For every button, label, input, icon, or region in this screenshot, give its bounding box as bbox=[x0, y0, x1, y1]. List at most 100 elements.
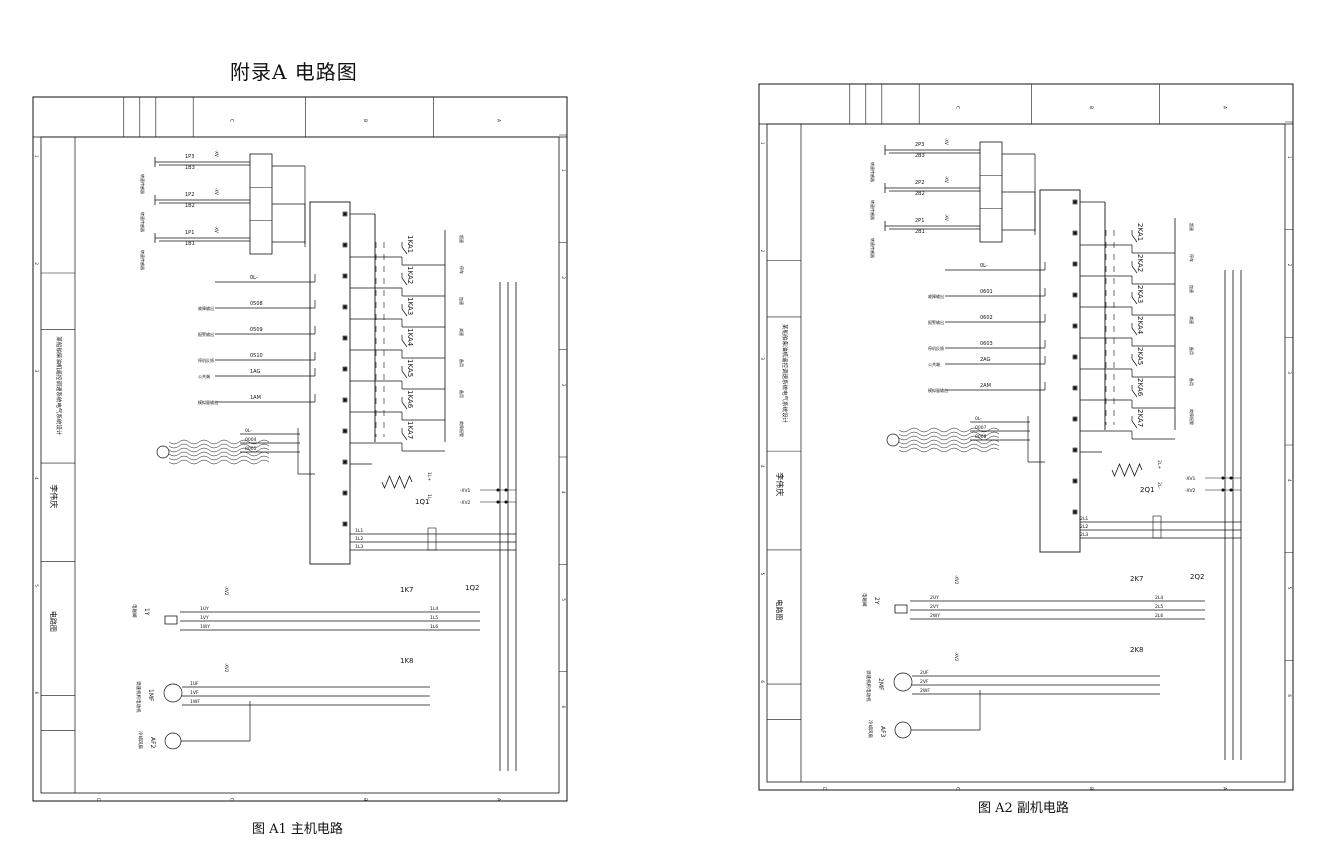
motor-wire: 1UF bbox=[190, 681, 199, 687]
zone-letter: C bbox=[229, 798, 235, 801]
coil-terminal: 2L+ bbox=[1156, 460, 1162, 469]
relay-description: 备用 bbox=[459, 390, 465, 398]
zone-number: 3 bbox=[34, 370, 39, 373]
pickup-terminal: 1B1 bbox=[185, 241, 195, 247]
relay-description: 减速 bbox=[459, 328, 465, 336]
page-title: 附录A 电路图 bbox=[230, 60, 358, 84]
feedback-wire: 0007 bbox=[975, 425, 987, 431]
valve-wire: 1UY bbox=[200, 606, 209, 612]
figure-caption-a1: 图 A1 主机电路 bbox=[252, 822, 343, 837]
pickup-terminal: 2B3 bbox=[915, 153, 925, 159]
pickup-terminal: 2B2 bbox=[915, 191, 925, 197]
relay-description: 超速 bbox=[1189, 223, 1195, 231]
zone-letter: B bbox=[362, 798, 368, 801]
bus-label: -XV2 bbox=[1185, 488, 1196, 494]
relay-description: 故障报警 bbox=[459, 421, 465, 437]
relay-description: 停车 bbox=[459, 266, 465, 274]
zone-letter: B bbox=[1088, 106, 1094, 109]
pickup-terminal: 1P2 bbox=[185, 192, 194, 198]
valve-line: 2L5 bbox=[1155, 604, 1163, 610]
signal-wire: 2AG bbox=[980, 357, 991, 363]
signal-wire: 0L- bbox=[980, 263, 988, 269]
motor-device: 2MF bbox=[877, 678, 884, 691]
zone-number: 4 bbox=[34, 477, 39, 480]
solenoid-coil: 1L+1L- bbox=[350, 463, 432, 501]
relay-label: 1KA5 bbox=[406, 359, 414, 377]
zone-number: 2 bbox=[561, 276, 566, 279]
relay-label: 1KA3 bbox=[406, 297, 414, 315]
fan-name: 冷却风扇 bbox=[867, 720, 874, 738]
relay-label: 1KA7 bbox=[406, 421, 414, 439]
relay-label: 2KA3 bbox=[1136, 285, 1144, 303]
zone-letter: A bbox=[496, 798, 502, 802]
line-label: 2L3 bbox=[1080, 532, 1088, 538]
zone-number: 4 bbox=[1287, 479, 1292, 482]
zone-number: 4 bbox=[760, 465, 765, 468]
signal-name: 停机反馈 bbox=[198, 357, 214, 363]
project-name: 某船舶柴油机遥控调速系统电气系统设计 bbox=[55, 336, 63, 436]
motor-wire: 2UF bbox=[920, 670, 929, 676]
pickup-terminal: 1P1 bbox=[185, 230, 194, 236]
signal-name: 报警输出 bbox=[928, 319, 944, 325]
zone-number: 1 bbox=[760, 142, 765, 145]
signal-name: 公共端 bbox=[928, 361, 940, 367]
pickup-name: 转速传感器 bbox=[870, 200, 876, 220]
valve-wire: 1WY bbox=[200, 624, 210, 630]
relay-description: 停车 bbox=[1189, 254, 1195, 262]
valve-line: 1L4 bbox=[430, 606, 438, 612]
bus-tag: -XV bbox=[214, 226, 219, 233]
signal-wire: 0602 bbox=[980, 315, 993, 321]
relay-description: 备用 bbox=[1189, 347, 1195, 355]
pickup-name: 转速传感器 bbox=[140, 250, 146, 270]
line-label: 1L1 bbox=[355, 528, 363, 534]
zone-letter: A bbox=[1222, 787, 1228, 791]
contactor-label: 1K7 bbox=[400, 586, 414, 594]
relay-label: 2KA7 bbox=[1136, 409, 1144, 427]
feedback-wire: 0L- bbox=[975, 416, 982, 422]
feedback-wire: 0L- bbox=[245, 428, 252, 434]
zone-number: 6 bbox=[34, 692, 39, 695]
zone-number: 5 bbox=[561, 598, 566, 601]
zone-number: 2 bbox=[760, 250, 765, 253]
interface-module bbox=[979, 141, 1003, 243]
motor-name: 调速机构电动机 bbox=[135, 681, 142, 713]
bus-tag: -XV bbox=[944, 214, 949, 221]
valve-name: 电磁阀 bbox=[861, 593, 868, 607]
pickup-terminal: 1B3 bbox=[185, 165, 195, 171]
bus-tag: -XV bbox=[944, 138, 949, 145]
zone-number: 5 bbox=[1287, 587, 1292, 590]
contactor-label: 1K8 bbox=[400, 657, 414, 665]
feedback-wire: 0004 bbox=[245, 437, 257, 443]
bus-tag: -XV bbox=[944, 176, 949, 183]
bus-tag: -XV2 bbox=[954, 575, 959, 585]
valve-wire: 2UY bbox=[930, 595, 939, 601]
signal-name: 公共端 bbox=[198, 373, 210, 379]
zone-number: 1 bbox=[34, 155, 39, 158]
relay-description: 加速 bbox=[1189, 285, 1195, 293]
line-label: 1L2 bbox=[355, 536, 363, 542]
coil-terminal: 1L- bbox=[426, 494, 432, 501]
contactor-label: 2K8 bbox=[1130, 646, 1144, 654]
motor-wire: 2VF bbox=[920, 679, 929, 685]
zone-number: 2 bbox=[34, 262, 39, 265]
drawing-name: 电路图 bbox=[775, 599, 784, 620]
relay-label: 1KA1 bbox=[406, 235, 414, 253]
bus-tag: -XV bbox=[214, 188, 219, 195]
motor-wire: 1VF bbox=[190, 690, 199, 696]
pickup-terminal: 2P3 bbox=[915, 142, 924, 148]
relay-description: 加速 bbox=[459, 297, 465, 305]
zone-number: 3 bbox=[561, 384, 566, 387]
relay-description: 备用 bbox=[459, 359, 465, 367]
valve-line: 1L5 bbox=[430, 615, 438, 621]
valve-line: 1L6 bbox=[430, 624, 438, 630]
breaker-label: 1Q1 bbox=[415, 498, 429, 506]
